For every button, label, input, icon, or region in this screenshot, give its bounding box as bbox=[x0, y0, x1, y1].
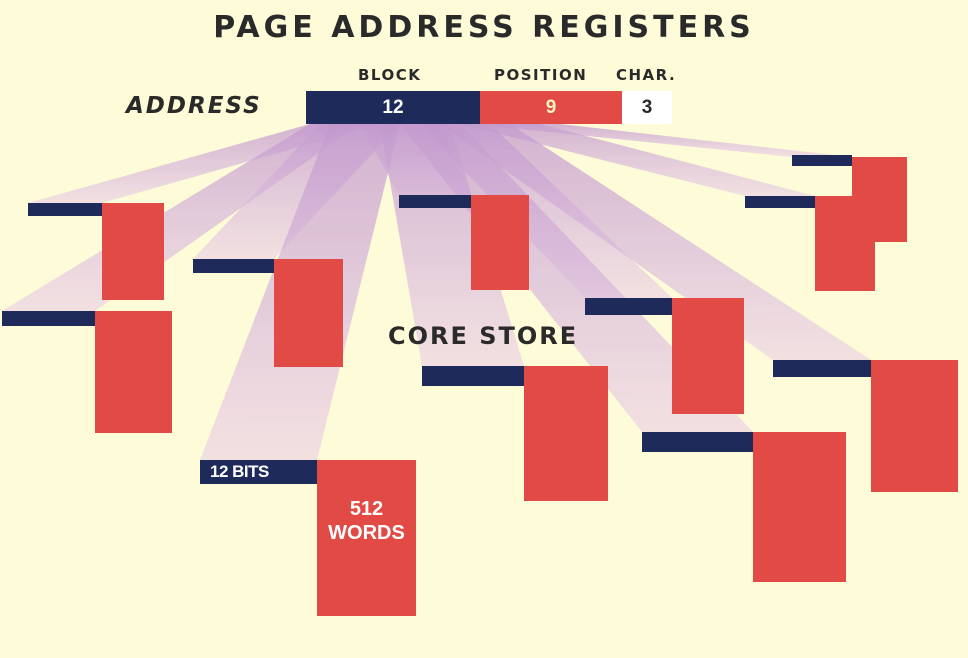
core-page-7 bbox=[524, 366, 608, 501]
core-page-3 bbox=[471, 195, 529, 290]
page-register-7 bbox=[422, 366, 524, 386]
page-register-8 bbox=[773, 360, 871, 377]
register-size-label: 12 BITS bbox=[210, 462, 269, 481]
core-page-6 bbox=[672, 298, 744, 414]
page-register-9 bbox=[642, 432, 753, 452]
core-page-0 bbox=[102, 203, 164, 300]
page-register-2 bbox=[193, 259, 274, 273]
position-header: POSITION bbox=[494, 66, 588, 84]
block-header: BLOCK bbox=[358, 66, 422, 84]
char-field: 3 bbox=[622, 91, 672, 124]
page-size-unit: WORDS bbox=[328, 522, 405, 544]
core-page-10 bbox=[317, 460, 416, 616]
block-field: 12 bbox=[306, 91, 480, 124]
page-register-3 bbox=[399, 195, 471, 208]
page-register-1 bbox=[2, 311, 95, 326]
core-store-label: CORE STORE bbox=[388, 322, 579, 350]
page-size-number: 512 bbox=[349, 498, 384, 520]
core-page-8 bbox=[871, 360, 958, 492]
page-register-5 bbox=[745, 196, 815, 208]
position-field: 9 bbox=[480, 91, 622, 124]
core-page-2 bbox=[274, 259, 343, 367]
char-header: CHAR. bbox=[616, 66, 677, 84]
page-register-0 bbox=[28, 203, 102, 216]
page-register-4 bbox=[792, 155, 852, 166]
core-page-9 bbox=[753, 432, 846, 582]
page-register-10 bbox=[200, 460, 317, 484]
address-label: ADDRESS bbox=[126, 93, 262, 119]
page-size-label: 512 WORDS bbox=[317, 497, 416, 545]
core-page-5 bbox=[815, 196, 875, 291]
diagram-title: PAGE ADDRESS REGISTERS bbox=[213, 10, 755, 45]
page-register-6 bbox=[585, 298, 672, 315]
core-page-1 bbox=[95, 311, 172, 433]
